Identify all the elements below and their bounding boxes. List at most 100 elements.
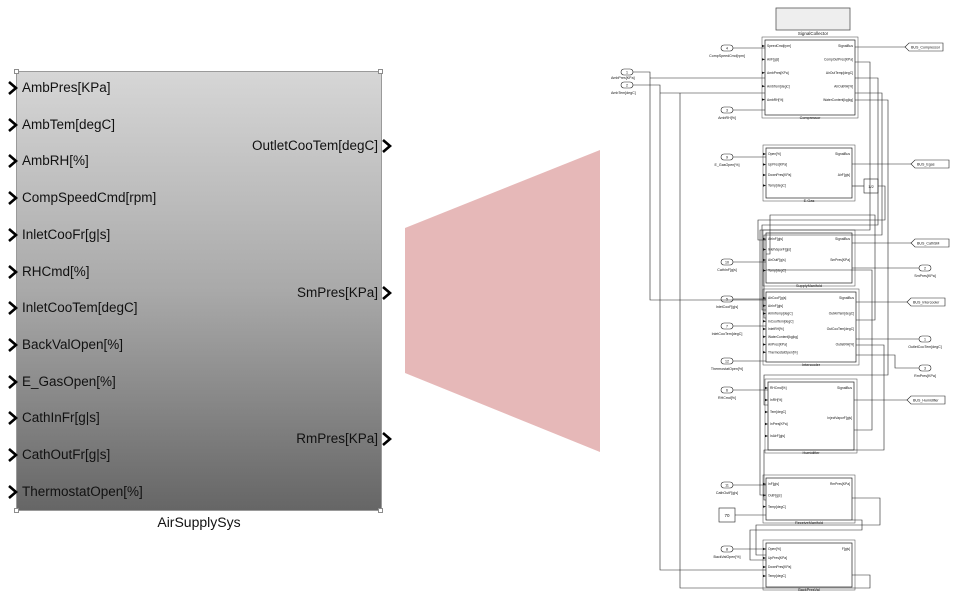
input-port-label: ThermostatOpen[%] [22,483,143,499]
resize-handle-bottom-left[interactable] [14,508,19,513]
input-port-icon[interactable] [6,117,20,133]
bus-goto-tag[interactable] [906,395,946,405]
input-port-icon[interactable] [6,153,20,169]
input-port-icon[interactable] [6,337,20,353]
input-port-icon[interactable] [6,484,20,500]
block-name-label: ReceiveManifold [795,521,823,525]
inport-label: E_GasOpen[%] [715,163,740,167]
block-name: AirSupplySys [157,514,241,530]
output-port-icon[interactable] [380,138,394,154]
output-port-icon[interactable] [380,431,394,447]
zoom-wedge [405,150,600,452]
block-output-label: SignalBus [835,237,850,241]
egas-block[interactable] [765,147,853,199]
port-arrow-icon [763,173,766,177]
gain-label: 1/2 [868,184,874,189]
inport-label: RHCmd[%] [718,396,736,400]
input-port-icon[interactable] [6,190,20,206]
inport-label: AmbPres[KPa] [611,76,635,80]
resize-handle-bottom-right[interactable] [378,508,383,513]
block-input-label: AirInF[g|s] [768,304,783,308]
port-arrow-icon [763,494,766,497]
block-input-label: Temp[degC] [768,184,786,188]
intercooler-block[interactable] [765,291,857,363]
supply-manifold-block[interactable] [765,232,853,284]
signal-line [763,92,883,319]
block-name-label: Humidifier [802,451,820,455]
outport-number: 1 [924,337,926,341]
input-port-icon[interactable] [6,300,20,316]
receive-manifold-block[interactable] [765,477,853,521]
port-arrow-icon [763,565,766,569]
bus-goto-tag[interactable] [910,238,950,248]
input-port-icon[interactable] [6,447,20,463]
resize-handle-top-right[interactable] [378,69,383,74]
bus-goto-tag[interactable] [904,42,944,52]
block-input-label: InF[g|s] [768,482,779,486]
block-input-label: AirInTemp[degC] [768,312,793,316]
signal-line [759,61,871,496]
signal-line [761,77,879,311]
input-port-label: CathInFr[g|s] [22,410,100,426]
signal-collector-block[interactable] [775,7,851,31]
inport-number: 8 [726,547,728,551]
block-input-label: OutF[g|s] [768,494,782,498]
port-arrow-icon [763,505,766,508]
input-port-icon[interactable] [6,264,20,280]
inport-number: 4 [726,46,728,50]
signal-collector-label: SignalCollector [798,31,829,36]
outport-number: 2 [924,266,926,270]
bus-goto-tag[interactable] [910,159,950,169]
block-input-label: InAirF[g|s] [770,434,785,438]
input-port-label: AmbPres[KPa] [22,80,111,95]
output-port-icon[interactable] [380,285,394,301]
input-port-label: InletCooFr[g|s] [22,226,111,242]
port-arrow-icon [762,44,765,48]
block-input-label: Temp[degC] [768,505,786,509]
input-port-icon[interactable] [6,80,20,96]
block-name-label: Compressor [800,116,821,120]
back-pres-val-block[interactable] [765,542,853,588]
signal-line [757,185,886,241]
block-input-label: AirInF[g|s] [768,237,783,241]
inport-number: 11 [725,483,729,487]
humidifier-block[interactable] [767,381,855,451]
outport-label: SmPres[KPa] [914,274,936,278]
inport-label: CathOutF[g|s] [716,491,738,495]
block-output-label: F[g|s] [842,547,850,551]
signal-line [763,99,889,406]
block-output-label: RmPres[KPa] [830,482,850,486]
compressor-block[interactable] [764,39,856,116]
inport-number: 6 [726,388,728,392]
input-port-icon[interactable] [6,374,20,390]
block-outer-frame [762,539,856,591]
input-port-label: InletCooTem[degC] [22,300,138,316]
block-input-label: AmbPres[KPa] [767,71,789,75]
block-output-label: AirF[g|s] [838,173,850,177]
bus-goto-tag[interactable] [906,297,946,307]
input-port-icon[interactable] [6,227,20,243]
block-input-label: InCoolTem[degC] [768,319,794,323]
block-input-label: AirCooF[g|s] [768,296,786,300]
block-input-label: AmbRH[%] [767,98,783,102]
block-input-label: Temp[degC] [768,574,786,578]
input-port-label: BackValOpen[%] [22,336,124,352]
block-output-label: SignalBus [838,44,853,48]
block-name-label: E-Gas [804,199,815,203]
signal-line [749,519,863,561]
block-input-label: AirPres[KPa] [768,343,787,347]
signal-line [766,269,873,431]
resize-handle-top-left[interactable] [14,69,19,74]
port-arrow-icon [762,71,765,74]
bus-tag-label: BUS_Compressor [911,45,941,49]
air-supply-sys-block[interactable] [16,71,382,511]
inport-number: 9 [726,155,728,159]
port-arrow-icon [763,258,766,262]
input-port-icon[interactable] [6,410,20,426]
port-arrow-icon [763,351,766,354]
block-input-label: InPres[KPa] [770,422,788,426]
input-port-label: RHCmd[%] [22,263,90,279]
output-port-label: OutletCooTem[degC] [251,138,378,153]
inport-label: CathInF[g|s] [717,268,737,272]
